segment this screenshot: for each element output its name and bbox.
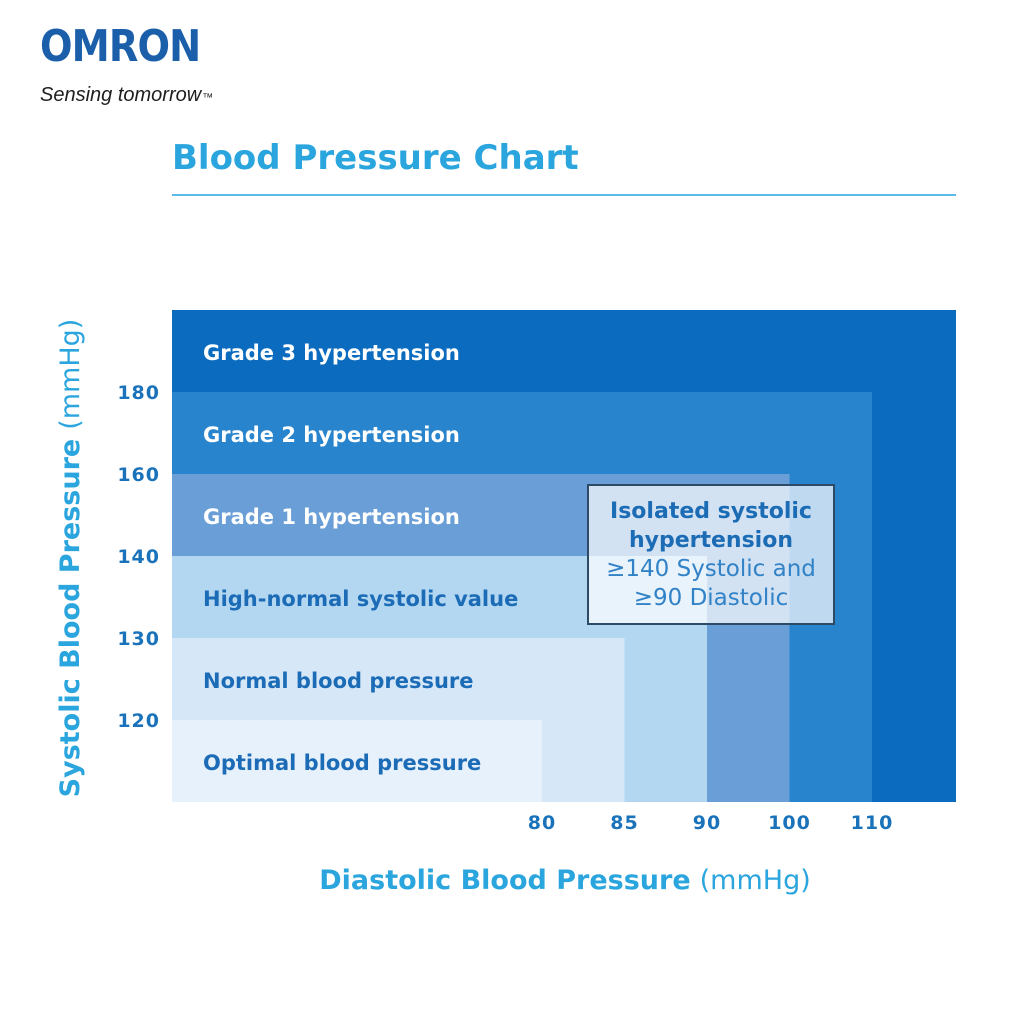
zone-layer	[172, 310, 956, 802]
isolated-systolic-hypertension-callout: Isolated systolic hypertension ≥140 Syst…	[587, 484, 835, 625]
zone-label-normal-blood-pressure: Normal blood pressure	[203, 669, 474, 693]
y-tick-label: 180	[117, 382, 160, 404]
tagline-text: Sensing tomorrow	[40, 84, 202, 106]
x-tick-label: 90	[693, 812, 721, 834]
zone-label-grade-1-hypertension: Grade 1 hypertension	[203, 505, 460, 529]
y-axis-label: Systolic Blood Pressure (mmHg)	[55, 319, 86, 798]
title-divider	[172, 194, 956, 196]
zone-label-grade-2-hypertension: Grade 2 hypertension	[203, 423, 460, 447]
callout-detail-line: ≥90 Diastolic	[633, 585, 789, 611]
y-tick-label: 160	[117, 464, 160, 486]
x-axis-ticks: 80 85 90 100 110	[528, 812, 894, 834]
zone-label-optimal-blood-pressure: Optimal blood pressure	[203, 751, 481, 775]
brand-tagline: Sensing tomorrow™	[40, 83, 213, 110]
x-tick-label: 85	[610, 812, 638, 834]
x-tick-label: 100	[768, 812, 811, 834]
omron-logo: OMRON	[40, 21, 201, 72]
trademark-mark: ™	[202, 92, 214, 104]
callout-title-line: hypertension	[628, 528, 794, 553]
callout-detail-line: ≥140 Systolic and	[606, 556, 816, 582]
x-axis-label: Diastolic Blood Pressure (mmHg)	[319, 865, 811, 896]
y-axis-ticks: 120 130 140 160 180	[117, 382, 160, 732]
x-tick-label: 110	[851, 812, 894, 834]
y-tick-label: 130	[117, 628, 160, 650]
chart-title: Blood Pressure Chart	[172, 138, 579, 178]
zone-label-high-normal-systolic-value: High-normal systolic value	[203, 587, 518, 611]
x-axis-title: Diastolic Blood Pressure	[319, 865, 690, 896]
zone-optimal-blood-pressure	[172, 720, 542, 802]
zone-label-grade-3-hypertension: Grade 3 hypertension	[203, 341, 460, 365]
x-tick-label: 80	[528, 812, 556, 834]
y-tick-label: 140	[117, 546, 160, 568]
x-axis-unit: (mmHg)	[700, 865, 811, 896]
y-axis-unit: (mmHg)	[55, 319, 86, 430]
y-axis-title: Systolic Blood Pressure	[55, 439, 86, 798]
callout-title-line: Isolated systolic	[610, 499, 812, 524]
y-tick-label: 120	[117, 710, 160, 732]
